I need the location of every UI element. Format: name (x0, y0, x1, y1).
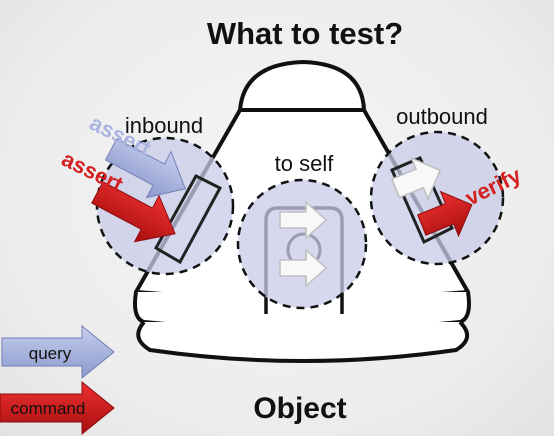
inbound-query-arrow (104, 138, 186, 199)
object-capsule (133, 60, 471, 363)
to-self-arrow-upper (279, 200, 328, 240)
legend-query: query (1, 324, 115, 380)
to-self-arrows (279, 200, 328, 288)
legend-command-arrow (0, 380, 115, 436)
legend-query-arrow (1, 324, 115, 380)
object-label: Object (253, 392, 346, 425)
diagram-title: What to test? (207, 16, 403, 51)
to-self-label: to self (275, 151, 335, 176)
to-self-arrow-lower (279, 248, 328, 288)
to-self-focus-circle (236, 178, 368, 310)
capsule-heat-shield (136, 320, 469, 363)
outbound-label: outbound (396, 104, 488, 129)
inbound-command-arrow (91, 181, 176, 243)
inbound-door (153, 174, 223, 265)
outbound-door (390, 156, 454, 245)
legend: query command (0, 324, 115, 436)
inbound-label: inbound (125, 113, 203, 138)
outbound-command-arrow (416, 190, 473, 238)
legend-query-label: query (29, 344, 72, 363)
legend-command-label: command (11, 399, 86, 418)
outbound-query-arrow (390, 156, 442, 201)
capsule-dome (238, 60, 366, 112)
legend-command: command (0, 380, 115, 436)
